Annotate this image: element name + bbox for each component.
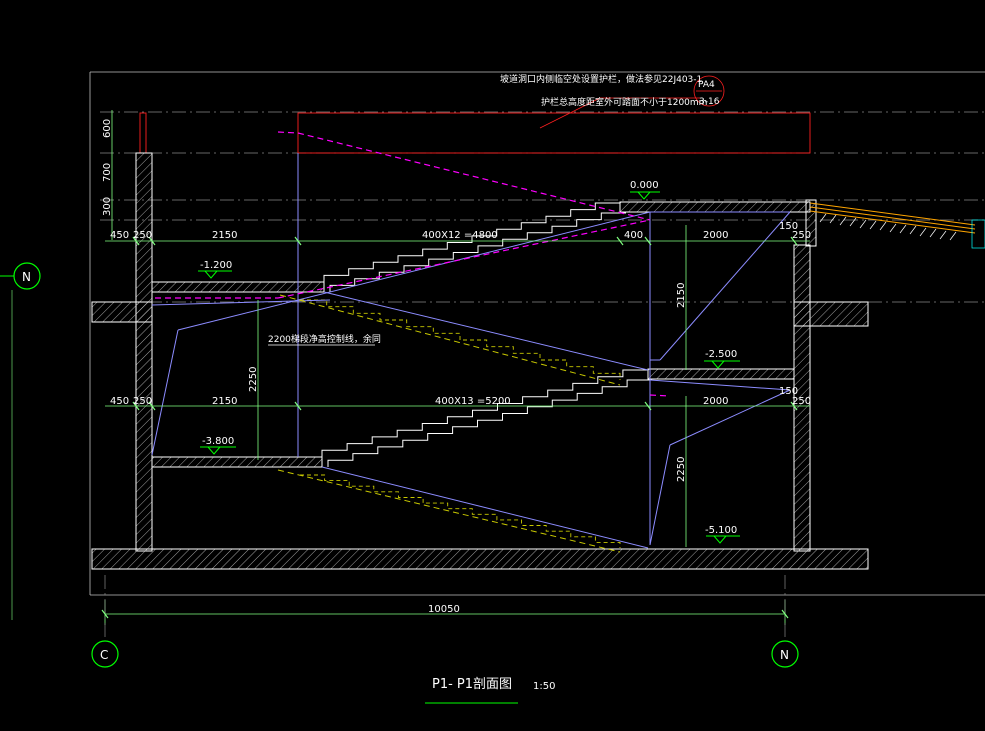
dim-upper-run: 400X12 =4800 xyxy=(422,230,498,241)
ground-slope xyxy=(809,202,976,234)
hidden-step-profile xyxy=(300,299,621,380)
dim-vert-600: 600 xyxy=(102,119,113,138)
dim-vert-700: 700 xyxy=(102,163,113,182)
dim-vert-2150: 2150 xyxy=(676,283,687,308)
dim-lower-2150: 2150 xyxy=(212,396,237,407)
stair-flights xyxy=(300,202,652,548)
stair-step-profile xyxy=(323,202,620,282)
dim-vert-300: 300 xyxy=(102,197,113,216)
callout-top: PA4 xyxy=(698,80,715,90)
dim-upper-150: 150 xyxy=(779,221,798,232)
dimension-ticks xyxy=(101,236,798,619)
grid-label-n: N xyxy=(780,648,789,662)
clearance-lines xyxy=(155,131,671,397)
structure xyxy=(91,152,869,570)
note-railing: 坡道洞口内侧临空处设置护栏，做法参见22J403-1 xyxy=(500,73,702,85)
note-leaders xyxy=(539,75,725,129)
note-railing-height: 护栏总高度距室外可踏面不小于1200mm xyxy=(541,96,707,108)
grid-label-side: N xyxy=(22,270,31,284)
drawing-frame xyxy=(89,71,985,596)
dim-upper-450: 450 xyxy=(110,230,129,241)
stair-step-profile xyxy=(329,212,626,292)
drawing-title: P1- P1剖面图 xyxy=(432,677,512,692)
yellow-guide-lines xyxy=(277,294,621,553)
stair-step-profile xyxy=(327,379,652,467)
level-markers xyxy=(198,191,740,544)
stair-outlines xyxy=(151,153,791,549)
dim-lower-150: 150 xyxy=(779,386,798,397)
dim-lower-450: 450 xyxy=(110,396,129,407)
dim-lower-250a: 250 xyxy=(133,396,152,407)
reference-lines xyxy=(100,111,985,303)
callout-bottom: 3-16 xyxy=(699,97,720,107)
level-0000: 0.000 xyxy=(630,180,659,191)
grid-bubble-c xyxy=(91,640,119,668)
grid-bubble-n xyxy=(771,640,799,668)
level-2500: -2.500 xyxy=(705,349,737,360)
level-5100: -5.100 xyxy=(705,525,737,536)
ground-hatch xyxy=(819,213,985,249)
stair-step-profile xyxy=(321,369,648,457)
level-3800: -3.800 xyxy=(202,436,234,447)
dim-upper-250b: 250 xyxy=(792,230,811,241)
dimension-lines xyxy=(104,110,810,625)
dim-lower-run: 400X13 =5200 xyxy=(435,396,511,407)
dim-upper-2150: 2150 xyxy=(212,230,237,241)
grid-axes xyxy=(104,575,786,640)
dim-lower-2000: 2000 xyxy=(703,396,728,407)
railing xyxy=(139,112,811,154)
dim-vert-2250a: 2250 xyxy=(248,367,259,392)
dim-overall: 10050 xyxy=(428,604,460,615)
dim-vert-2250b: 2250 xyxy=(676,457,687,482)
dim-upper-2000: 2000 xyxy=(703,230,728,241)
grid-label-c: C xyxy=(100,648,108,662)
level-1200: -1.200 xyxy=(200,260,232,271)
dim-upper-400: 400 xyxy=(624,230,643,241)
dim-lower-250b: 250 xyxy=(792,396,811,407)
drawing-scale: 1:50 xyxy=(533,681,555,692)
dim-upper-250a: 250 xyxy=(133,230,152,241)
hidden-step-profile xyxy=(300,474,621,548)
note-clearance: 2200梯段净高控制线，余同 xyxy=(268,333,381,345)
